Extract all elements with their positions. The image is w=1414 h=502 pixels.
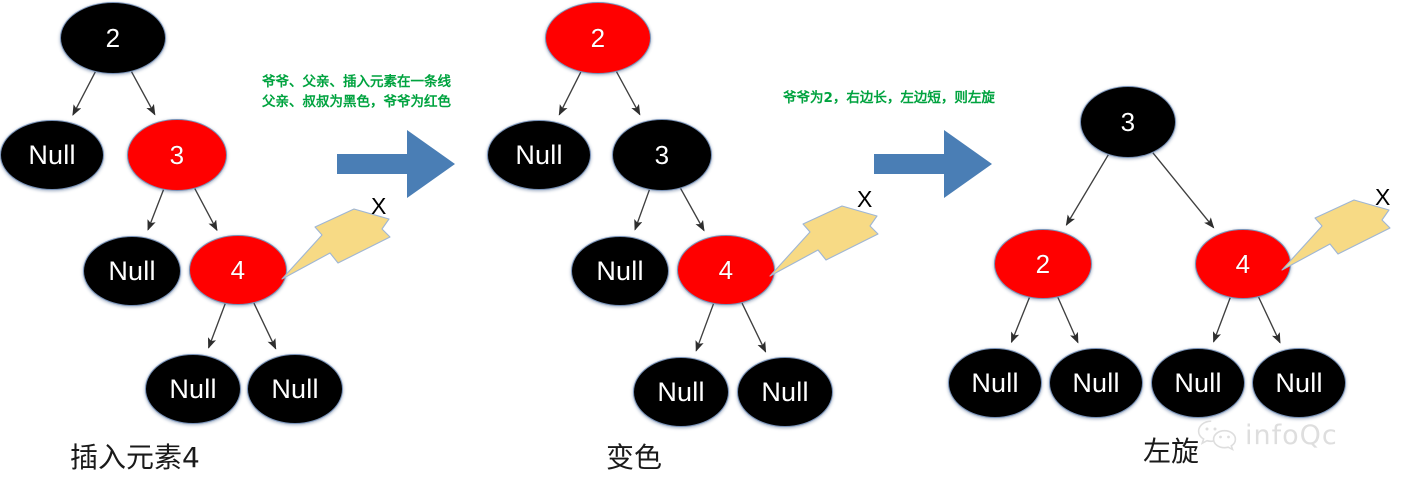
tree-edge <box>634 189 651 231</box>
tree-node-p1-nullM: Null <box>83 236 181 306</box>
tree-node-label: Null <box>169 373 217 404</box>
tree-node-label: Null <box>28 139 76 170</box>
annotation-rule-2-line-1: 爷爷为2，右边长，左边短，则左旋 <box>783 90 995 106</box>
tree-node-label: 3 <box>1120 107 1136 137</box>
tree-node-p2-n3: 3 <box>612 119 712 191</box>
tree-node-label: Null <box>515 139 563 170</box>
tree-node-p1-nullA: Null <box>145 354 241 424</box>
tree-node-p3-n2: 2 <box>994 229 1092 299</box>
tree-node-p3-n4: 4 <box>1195 229 1291 299</box>
pointer-label-x-2: X <box>857 186 873 212</box>
tree-edge <box>253 302 277 350</box>
pointer-label-x-1: X <box>371 193 387 219</box>
tree-node-p3-nc: Null <box>1151 348 1245 418</box>
tree-node-label: 4 <box>230 255 246 285</box>
caption-panel-1: 插入元素4 <box>70 441 200 474</box>
tree-edge <box>194 188 218 232</box>
tree-edge <box>147 189 165 231</box>
tree-node-p2-nullM: Null <box>571 236 669 306</box>
annotation-rule-1-line-2: 父亲、叔叔为黑色，爷爷为红色 <box>262 94 451 110</box>
pointer-arrow-2-icon <box>769 205 879 277</box>
watermark-text: infoQc <box>1245 419 1338 451</box>
tree-edge <box>695 303 715 352</box>
tree-edge <box>1057 297 1079 344</box>
tree-edge <box>72 71 96 116</box>
tree-node-p3-nb: Null <box>1049 348 1143 418</box>
tree-node-label: 4 <box>1235 249 1251 279</box>
tree-edge <box>1212 297 1231 343</box>
tree-node-label: Null <box>271 373 319 404</box>
tree-edge <box>1152 152 1215 229</box>
annotation-rule-1: 爷爷、父亲、插入元素在一条线 父亲、叔叔为黑色，爷爷为红色 <box>262 72 451 112</box>
tree-edge <box>680 188 705 232</box>
watermark: infoQc <box>1196 418 1338 452</box>
tree-edge <box>130 71 156 116</box>
tree-node-label: Null <box>108 255 156 286</box>
pointer-label-x-3: X <box>1375 184 1391 210</box>
tree-node-label: 2 <box>1035 249 1051 279</box>
tree-node-label: Null <box>1174 367 1222 398</box>
tree-edge <box>615 71 641 116</box>
tree-node-label: 4 <box>718 255 734 285</box>
caption-panel-3: 左旋 <box>1143 435 1200 468</box>
transition-arrow-2-icon <box>874 130 992 198</box>
tree-node-p3-na: Null <box>948 348 1042 418</box>
tree-edge <box>207 303 226 349</box>
tree-node-label: 3 <box>654 140 670 170</box>
tree-edge <box>1010 297 1031 344</box>
tree-edge <box>741 302 767 353</box>
annotation-rule-1-line-1: 爷爷、父亲、插入元素在一条线 <box>262 74 451 90</box>
tree-node-p1-n4: 4 <box>189 235 287 305</box>
wechat-icon <box>1197 420 1237 452</box>
transition-arrow-1-icon <box>337 130 455 198</box>
tree-node-label: 3 <box>169 140 185 170</box>
tree-edge <box>558 71 582 116</box>
caption-panel-2: 变色 <box>606 441 663 474</box>
tree-node-p1-n2: 2 <box>60 2 166 74</box>
tree-node-p3-nd: Null <box>1252 348 1346 418</box>
tree-node-p1-nullL: Null <box>0 120 104 190</box>
tree-node-label: Null <box>1072 367 1120 398</box>
tree-node-label: Null <box>761 376 809 407</box>
tree-node-p2-n2: 2 <box>545 2 651 74</box>
tree-node-label: 2 <box>105 23 121 53</box>
tree-node-p1-n3: 3 <box>127 119 227 191</box>
tree-node-p2-n4: 4 <box>677 235 775 305</box>
pointer-arrow-3-icon <box>1281 199 1391 271</box>
tree-node-p2-nullA: Null <box>633 357 729 427</box>
tree-edge <box>1257 296 1281 344</box>
tree-node-label: Null <box>1275 367 1323 398</box>
tree-node-p2-nullB: Null <box>737 357 833 427</box>
tree-node-label: Null <box>657 376 705 407</box>
tree-node-label: 2 <box>590 23 606 53</box>
pointer-arrow-1-icon <box>281 208 391 280</box>
tree-node-label: Null <box>971 367 1019 398</box>
tree-node-p2-nullL: Null <box>487 120 591 190</box>
tree-edge <box>1065 154 1109 226</box>
annotation-rule-2: 爷爷为2，右边长，左边短，则左旋 <box>783 88 995 108</box>
tree-node-p3-n3: 3 <box>1080 86 1176 158</box>
tree-node-label: Null <box>596 255 644 286</box>
tree-node-p1-nullB: Null <box>247 354 343 424</box>
